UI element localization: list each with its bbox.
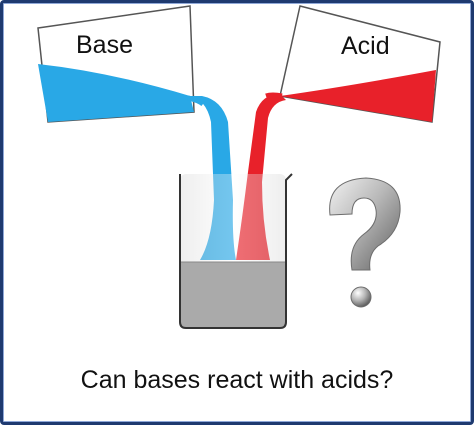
acid-liquid-in-beaker <box>280 70 436 122</box>
question-mark-icon <box>329 177 401 308</box>
receiving-beaker <box>179 173 293 329</box>
base-liquid-in-beaker <box>38 64 194 122</box>
caption: Can bases react with acids? <box>80 366 394 394</box>
acid-beaker <box>265 5 441 123</box>
mixture-liquid <box>180 262 286 328</box>
base-beaker <box>37 5 205 123</box>
base-label: Base <box>76 31 133 59</box>
acid-label: Acid <box>341 32 390 60</box>
